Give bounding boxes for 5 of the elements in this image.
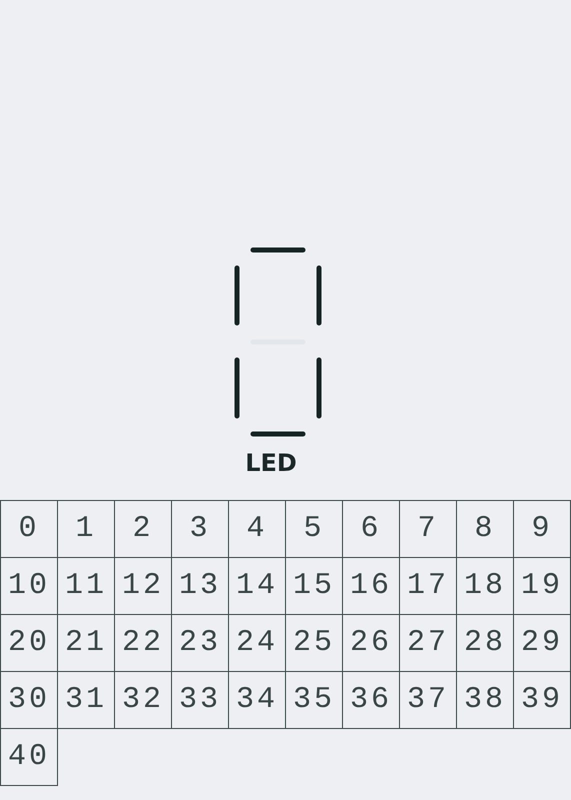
display-label: LED <box>244 448 298 478</box>
table-cell: 0 <box>0 500 58 558</box>
table-cell: 9 <box>513 500 571 558</box>
table-cell: 39 <box>513 671 571 729</box>
table-cell: 40 <box>0 728 58 786</box>
